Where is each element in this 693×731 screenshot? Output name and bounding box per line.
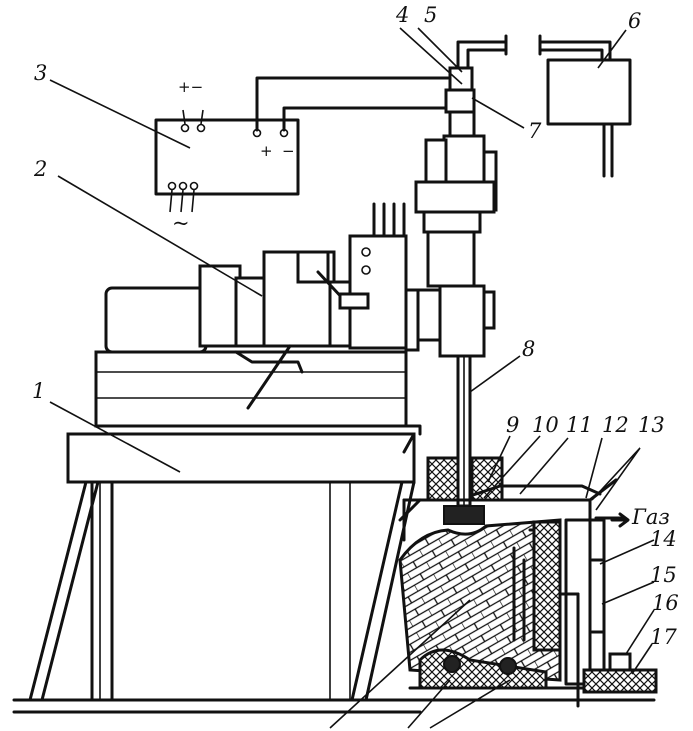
label-1: 1 — [32, 379, 45, 403]
label-17: 17 — [650, 625, 677, 649]
bench-leg-mid — [90, 480, 114, 702]
electrode-holder-column — [408, 66, 498, 508]
label-15: 15 — [650, 563, 677, 587]
leader-lines — [49, 27, 655, 729]
label-6: 6 — [628, 9, 641, 33]
bench-leg-right — [350, 480, 416, 702]
label-2: 2 — [33, 157, 47, 181]
furnace — [398, 456, 658, 708]
bench-leg-left — [28, 480, 100, 702]
label-10: 10 — [532, 413, 559, 437]
top-terminals-sign: +− — [178, 78, 203, 96]
dc-minus-sign: − — [282, 142, 295, 160]
power-supply-unit: +− + − ~ — [154, 78, 300, 235]
label-5: 5 — [424, 3, 437, 27]
measuring-device — [456, 34, 632, 178]
label-4: 4 — [395, 3, 409, 27]
label-11: 11 — [566, 413, 593, 437]
label-8: 8 — [522, 337, 535, 361]
label-12: 12 — [602, 413, 629, 437]
gas-label: Газ — [631, 505, 670, 529]
power-cable-1 — [255, 76, 450, 132]
label-13: 13 — [638, 413, 665, 437]
dc-plus-sign: + — [260, 142, 273, 160]
ac-symbol: ~ — [172, 211, 190, 235]
label-3: 3 — [34, 61, 47, 85]
power-cable-2 — [282, 106, 448, 132]
bench — [12, 344, 422, 714]
label-14: 14 — [650, 527, 677, 551]
label-16: 16 — [652, 591, 679, 615]
label-9: 9 — [506, 413, 519, 437]
label-7: 7 — [528, 119, 542, 143]
machine-drive — [104, 202, 420, 354]
